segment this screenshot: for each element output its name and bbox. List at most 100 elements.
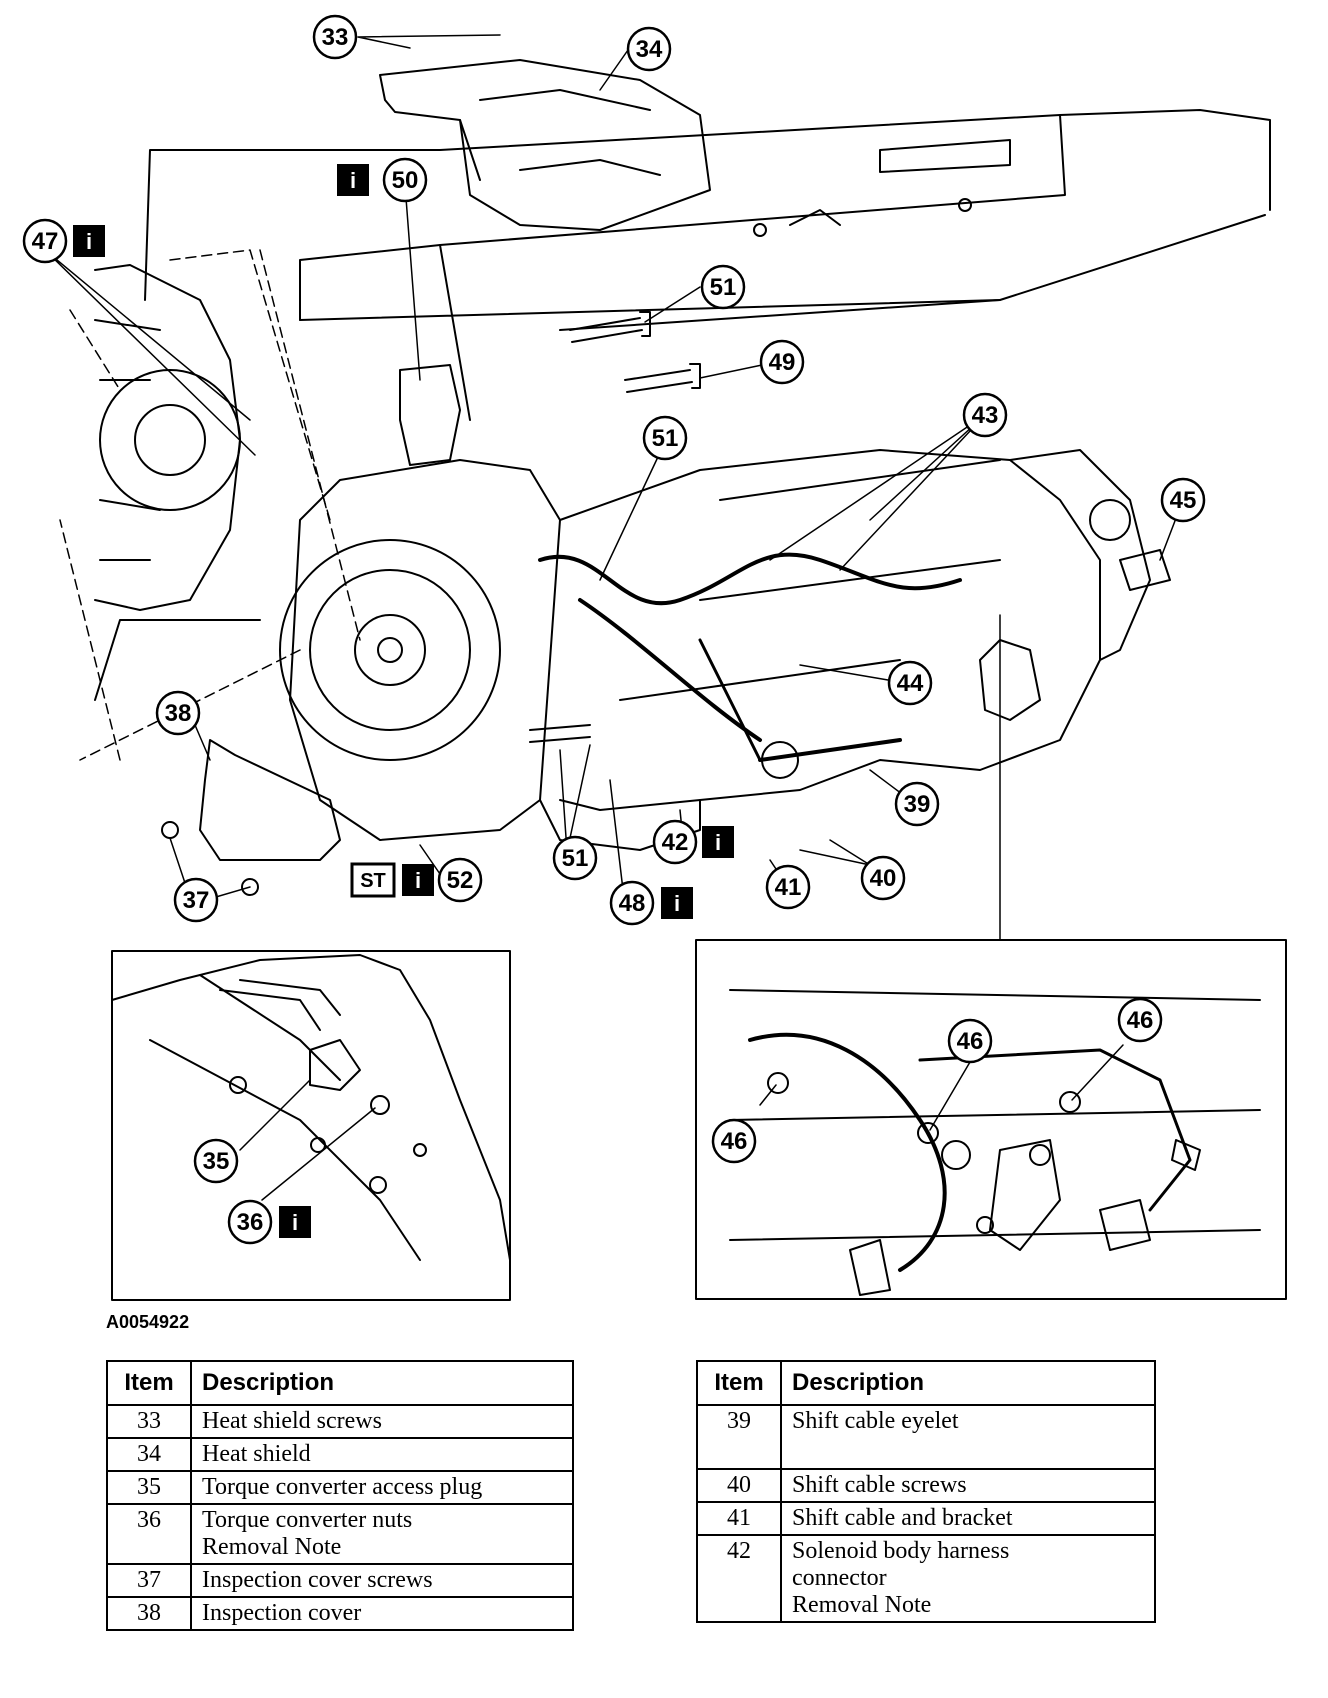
item-description: Inspection cover	[190, 1596, 574, 1631]
svg-text:41: 41	[775, 874, 802, 901]
svg-text:46: 46	[721, 1128, 748, 1155]
svg-text:35: 35	[203, 1148, 230, 1175]
svg-text:51: 51	[562, 845, 589, 872]
inset-right-drawing	[729, 989, 1261, 1296]
callout-34: 34	[626, 26, 672, 72]
svg-text:39: 39	[904, 791, 931, 818]
table-row: 35 Torque converter access plug	[106, 1470, 574, 1505]
table-row: 40 Shift cable screws	[696, 1468, 1156, 1503]
header-description: Description	[780, 1360, 1156, 1406]
info-badge-icon: i	[702, 826, 734, 858]
svg-text:ST: ST	[360, 870, 386, 892]
item-number: 37	[106, 1563, 192, 1598]
svg-text:38: 38	[165, 700, 192, 727]
item-number: 34	[106, 1437, 192, 1472]
svg-text:44: 44	[897, 670, 924, 697]
transmission-drawing	[161, 311, 1171, 896]
callout-50: 50	[382, 157, 428, 203]
svg-text:i: i	[674, 891, 680, 916]
item-description: Shift cable and bracket	[780, 1501, 1156, 1536]
svg-text:42: 42	[662, 829, 689, 856]
callout-45: 45	[1160, 477, 1206, 523]
item-description: Inspection cover screws	[190, 1563, 574, 1598]
info-badge-icon: i	[661, 887, 693, 919]
table-row: 33 Heat shield screws	[106, 1404, 574, 1439]
svg-text:36: 36	[237, 1209, 264, 1236]
callout-36: 36	[227, 1199, 273, 1245]
item-number: 41	[696, 1501, 782, 1536]
frame-rail	[144, 109, 1271, 421]
item-number: 42	[696, 1534, 782, 1623]
item-description: Heat shield screws	[190, 1404, 574, 1439]
callout-39: 39	[894, 781, 940, 827]
inset-left-frame	[111, 950, 511, 1301]
callout-38: 38	[155, 690, 201, 736]
svg-text:46: 46	[957, 1028, 984, 1055]
callout-46b: 46	[1117, 997, 1163, 1043]
callout-41: 41	[765, 864, 811, 910]
callout-51c: 51	[552, 835, 598, 881]
callout-48: 48	[609, 880, 655, 926]
inset-left-drawing	[111, 954, 511, 1261]
svg-text:33: 33	[322, 24, 349, 51]
svg-text:37: 37	[183, 887, 210, 914]
engine-flywheel-drawing	[94, 264, 261, 701]
exploded-diagram: 33 34 50 47 51 49 51 43 45 44 38 39 42 5…	[22, 14, 1287, 1301]
callout-52: 52	[437, 857, 483, 903]
callout-51a: 51	[700, 264, 746, 310]
svg-text:43: 43	[972, 402, 999, 429]
callout-33: 33	[312, 14, 358, 60]
info-badge-icon: i	[402, 864, 434, 896]
header-item: Item	[106, 1360, 192, 1406]
item-number: 36	[106, 1503, 192, 1565]
svg-text:51: 51	[710, 274, 737, 301]
callout-47: 47	[22, 218, 68, 264]
svg-text:46: 46	[1127, 1007, 1154, 1034]
svg-text:34: 34	[636, 36, 663, 63]
callout-44: 44	[887, 660, 933, 706]
svg-text:47: 47	[32, 228, 59, 255]
figure-id-code: A0054922	[106, 1312, 190, 1332]
svg-text:i: i	[415, 868, 421, 893]
inset-leader-lines	[239, 1044, 1124, 1201]
callout-49: 49	[759, 339, 805, 385]
svg-text:i: i	[292, 1210, 298, 1235]
item-number: 35	[106, 1470, 192, 1505]
legend-header-row: Item Description	[696, 1360, 1156, 1406]
legend-table-right: Item Description 39 Shift cable eyelet 4…	[696, 1360, 1156, 1623]
callout-51b: 51	[642, 415, 688, 461]
callout-42: 42	[652, 819, 698, 865]
header-item: Item	[696, 1360, 782, 1406]
callouts: 33 34 50 47 51 49 51 43 45 44 38 39 42 5…	[22, 14, 1206, 1245]
table-row: 41 Shift cable and bracket	[696, 1501, 1156, 1536]
callout-40: 40	[860, 855, 906, 901]
inset-right-frame	[695, 939, 1287, 1300]
svg-text:i: i	[86, 229, 92, 254]
legend-header-row: Item Description	[106, 1360, 574, 1406]
callout-37: 37	[173, 877, 219, 923]
item-number: 40	[696, 1468, 782, 1503]
svg-text:50: 50	[392, 167, 419, 194]
table-row: 34 Heat shield	[106, 1437, 574, 1472]
info-badge-icon: i	[279, 1206, 311, 1238]
svg-text:49: 49	[769, 349, 796, 376]
item-number: 38	[106, 1596, 192, 1631]
reference-lines	[59, 249, 361, 761]
item-description: Torque converter access plug	[190, 1470, 574, 1505]
item-description: Shift cable eyelet	[780, 1404, 1156, 1470]
table-row: 38 Inspection cover	[106, 1596, 574, 1631]
svg-text:45: 45	[1170, 487, 1197, 514]
svg-text:i: i	[715, 830, 721, 855]
callout-46c: 46	[711, 1118, 757, 1164]
special-tool-badge-icon: ST	[350, 862, 396, 898]
callout-43: 43	[962, 392, 1008, 438]
svg-text:40: 40	[870, 865, 897, 892]
info-badge-icon: i	[73, 225, 105, 257]
callout-46a: 46	[947, 1018, 993, 1064]
heat-shield-drawing	[379, 59, 711, 231]
svg-text:48: 48	[619, 890, 646, 917]
